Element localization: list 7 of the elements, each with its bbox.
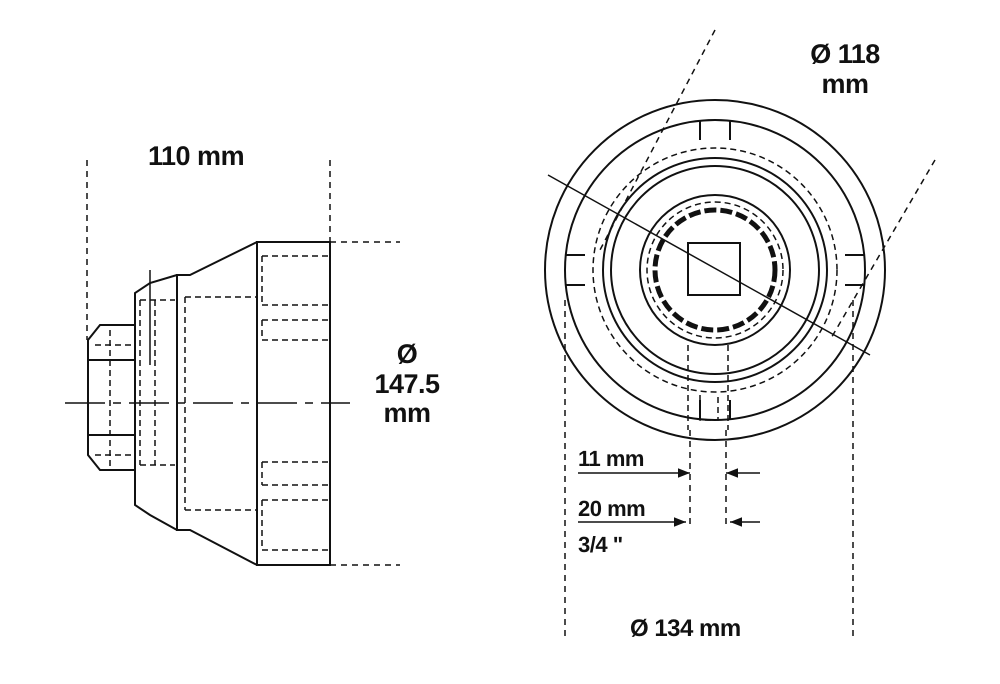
dimension-label: 11 mm — [578, 447, 645, 472]
dimension-label: 3/4 " — [578, 533, 624, 558]
dimension-label: Ø 134 mm — [630, 616, 742, 642]
dimension-label: Ø 147.5 mm — [373, 340, 441, 430]
dimension-label: 20 mm — [578, 497, 646, 522]
dimension-label: Ø 118 mm — [809, 40, 881, 100]
dimension-label: 110 mm — [148, 142, 246, 172]
